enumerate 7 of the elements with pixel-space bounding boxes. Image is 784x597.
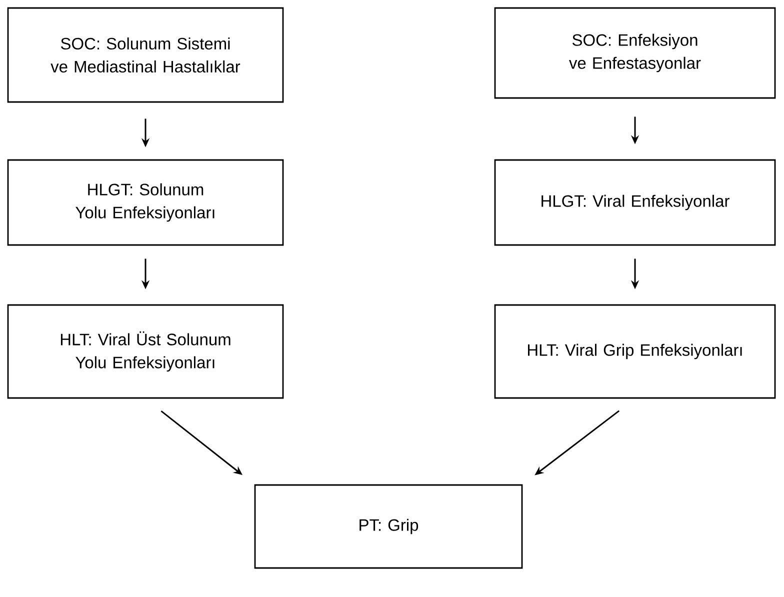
term-box: HLT: Viral Üst Solunum Yolu Enfeksiyonları bbox=[7, 304, 284, 399]
term-box: HLGT: Viral Enfeksiyonlar bbox=[494, 159, 776, 246]
term-box: PT: Grip bbox=[254, 484, 523, 569]
term-box: SOC: Enfeksiyon ve Enfestasyonlar bbox=[494, 7, 776, 99]
term-box: HLT: Viral Grip Enfeksiyonları bbox=[494, 304, 776, 399]
term-box: HLGT: Solunum Yolu Enfeksiyonları bbox=[7, 159, 284, 246]
term-box: SOC: Solunum Sistemi ve Mediastinal Hastalıklar bbox=[7, 7, 284, 103]
